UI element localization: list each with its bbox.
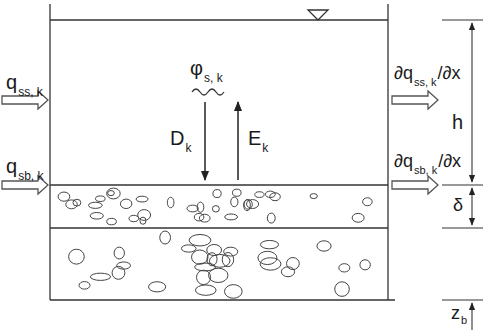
flux-symbol: q	[6, 156, 17, 176]
deposition-symbol: D	[170, 128, 184, 148]
pebble	[167, 197, 174, 208]
bed-pebbles	[58, 188, 372, 298]
pebble	[140, 217, 146, 224]
gradient-denominator: /∂x	[438, 64, 461, 82]
pebble	[160, 231, 171, 244]
pebble	[255, 192, 264, 198]
bed-level-symbol: z	[451, 304, 460, 322]
free-surface-symbol	[308, 10, 328, 20]
pebble	[199, 214, 210, 222]
flux-subscript: ss, k	[18, 86, 43, 98]
pebble	[117, 262, 131, 269]
pebble	[96, 196, 106, 202]
channel-walls	[50, 4, 395, 300]
pebble	[267, 213, 275, 223]
pebble	[107, 218, 117, 224]
erosion-symbol: E	[248, 128, 261, 148]
gradient-subscript: ss, k	[414, 77, 437, 88]
depth-label: h	[452, 112, 463, 132]
pebble	[90, 213, 103, 220]
pebble	[149, 282, 166, 292]
pebble	[212, 206, 219, 212]
pebble	[195, 263, 216, 271]
gradient-subscript: sb, k	[414, 165, 437, 176]
gradient-symbol: ∂q	[394, 152, 413, 170]
bed-level-subscript: b	[461, 315, 467, 326]
pebble	[120, 199, 131, 208]
pebble	[108, 191, 115, 196]
pebble	[224, 247, 238, 256]
pebble	[247, 200, 259, 209]
pebble	[181, 245, 196, 252]
pebble	[114, 247, 124, 259]
pebble	[260, 240, 278, 248]
pebble	[258, 251, 277, 264]
pebble	[207, 244, 222, 255]
gradient-denominator: /∂x	[438, 152, 461, 170]
pebble	[195, 285, 216, 295]
pebble	[281, 267, 294, 277]
pebble	[192, 250, 208, 264]
deposition-arrow	[204, 102, 206, 180]
layer-thickness-label: δ	[453, 196, 463, 214]
pebble	[107, 188, 121, 199]
pebble	[58, 192, 70, 201]
pebble	[89, 202, 103, 208]
pebble	[360, 260, 370, 270]
pebble	[189, 235, 211, 246]
pebble	[352, 213, 364, 222]
pebble	[231, 197, 238, 207]
pebble	[270, 193, 280, 201]
pebble	[244, 200, 251, 211]
pebble	[79, 282, 90, 290]
pebble	[287, 258, 300, 270]
pebble	[66, 200, 77, 209]
pebble	[317, 241, 331, 251]
flux-arrows	[2, 91, 438, 194]
pebble	[225, 214, 238, 220]
pebble	[136, 196, 148, 202]
pebble	[138, 210, 151, 221]
pebble	[225, 285, 243, 299]
pebble	[232, 189, 241, 196]
flux-symbol: q	[6, 72, 17, 92]
pebble	[73, 199, 81, 206]
erosion-subscript: k	[262, 142, 268, 154]
gradient-symbol: ∂q	[394, 64, 413, 82]
pebble	[335, 282, 350, 297]
concentration-symbol: φ	[190, 58, 203, 78]
pebble	[310, 194, 317, 199]
pebble	[339, 264, 350, 272]
pebble	[213, 190, 221, 198]
pebble	[112, 266, 125, 279]
pebble	[187, 205, 198, 212]
pebble	[129, 215, 139, 221]
pebble	[90, 273, 110, 280]
deposition-subscript: k	[185, 142, 191, 154]
pebble	[209, 254, 230, 267]
pebble	[363, 198, 373, 206]
concentration-subscript: s, k	[204, 72, 223, 84]
pebble	[69, 249, 85, 264]
flux-subscript: sb, k	[18, 170, 43, 182]
erosion-arrow	[237, 102, 239, 180]
wave-symbol	[192, 89, 224, 95]
